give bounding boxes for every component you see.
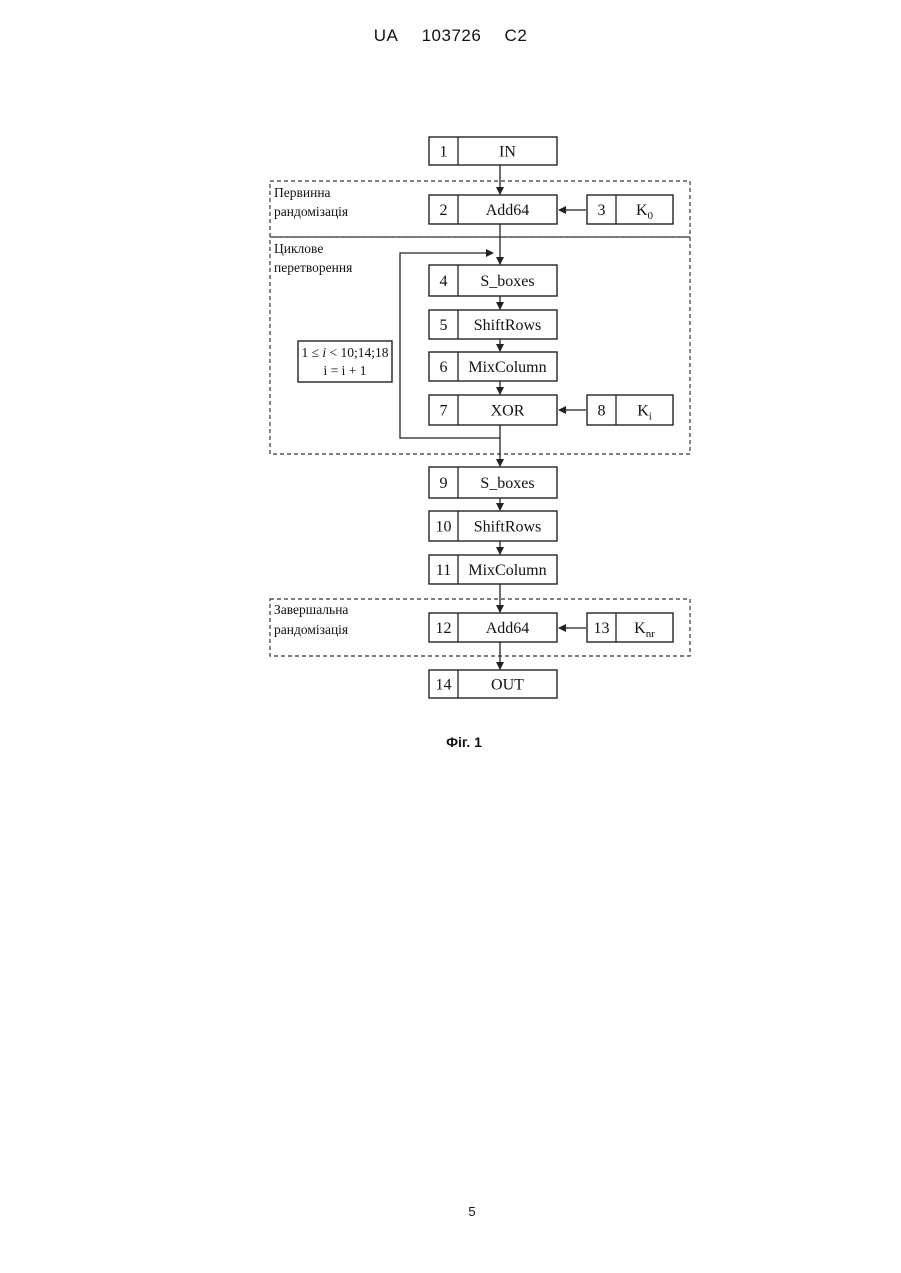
block-label: Add64 xyxy=(486,202,530,219)
block-5: 5 ShiftRows xyxy=(429,310,557,339)
block-1: 1 IN xyxy=(429,137,557,165)
block-label: ShiftRows xyxy=(474,317,542,334)
block-number: 6 xyxy=(440,359,448,376)
block-number: 11 xyxy=(436,562,451,579)
group-cycle-line2: перетворення xyxy=(274,260,352,275)
block-number: 3 xyxy=(598,202,606,219)
group-initial-line2: рандомізація xyxy=(274,204,348,219)
block-4: 4 S_boxes xyxy=(429,265,557,296)
block-label: MixColumn xyxy=(468,562,546,579)
figure-caption: Фіг. 1 xyxy=(446,734,482,750)
block-number: 8 xyxy=(598,403,606,420)
loop-condition-text: 1 ≤ i < 10;14;18 xyxy=(301,345,388,360)
block-label: MixColumn xyxy=(468,359,546,376)
block-label: OUT xyxy=(491,677,524,694)
block-6: 6 MixColumn xyxy=(429,352,557,381)
block-number: 1 xyxy=(440,144,448,161)
block-12: 12 Add64 xyxy=(429,613,557,642)
block-label: S_boxes xyxy=(480,475,534,492)
block-number: 9 xyxy=(440,475,448,492)
block-number: 2 xyxy=(440,202,448,219)
block-frame xyxy=(429,137,557,165)
block-number: 5 xyxy=(440,317,448,334)
block-8: 8Ki xyxy=(587,395,673,425)
block-7: 7 XOR xyxy=(429,395,557,425)
group-final-line2: рандомізація xyxy=(274,622,348,637)
block-14: 14 OUT xyxy=(429,670,557,698)
block-13: 13Knr xyxy=(587,613,673,642)
block-9: 9 S_boxes xyxy=(429,467,557,498)
block-number: 13 xyxy=(594,620,610,637)
block-number: 10 xyxy=(436,519,452,536)
group-cycle-line1: Циклове xyxy=(274,241,323,256)
loop-condition-box: 1 ≤ i < 10;14;18 i = i + 1 xyxy=(298,341,392,382)
loop-increment-text: i = i + 1 xyxy=(324,363,367,378)
block-label: ShiftRows xyxy=(474,519,542,536)
group-final-label: Завершальна рандомізація xyxy=(274,602,348,637)
block-number: 14 xyxy=(436,677,452,694)
blocks-layer: 1IN2Add643K04S_boxes5ShiftRows6MixColumn… xyxy=(429,137,673,698)
block-10: 10 ShiftRows xyxy=(429,511,557,541)
group-cycle-label: Циклове перетворення xyxy=(274,241,352,275)
block-label: S_boxes xyxy=(480,273,534,290)
block-11: 11 MixColumn xyxy=(429,555,557,584)
block-label: IN xyxy=(499,144,516,161)
block-3: 3K0 xyxy=(587,195,673,224)
block-label: Add64 xyxy=(486,620,530,637)
group-final-line1: Завершальна xyxy=(274,602,348,617)
group-initial-label: Первинна рандомізація xyxy=(274,185,348,219)
block-number: 12 xyxy=(436,620,452,637)
block-label: XOR xyxy=(491,403,525,420)
group-initial-line1: Первинна xyxy=(274,185,331,200)
block-2: 2 Add64 xyxy=(429,195,557,224)
page-number: 5 xyxy=(468,1204,475,1219)
block-number: 4 xyxy=(440,273,448,290)
block-number: 7 xyxy=(440,403,448,420)
